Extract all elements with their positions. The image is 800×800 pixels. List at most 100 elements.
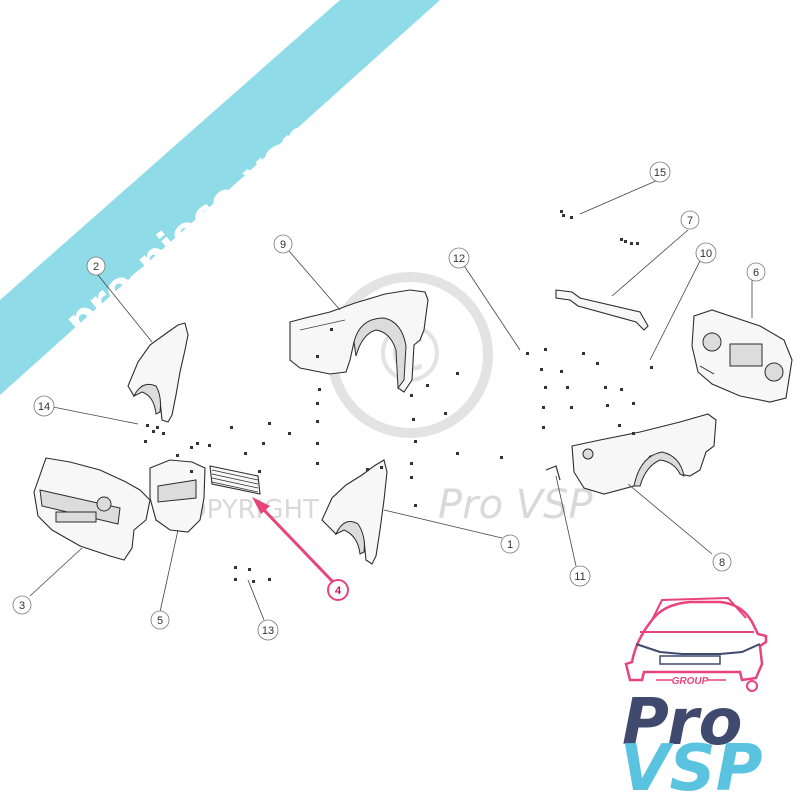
part-1-front-right-wing [321, 459, 388, 565]
fastener-dot [366, 468, 369, 471]
fastener-dot [544, 348, 547, 351]
svg-text:2: 2 [93, 261, 99, 273]
fastener-dot [252, 580, 255, 583]
fastener-dot [526, 352, 529, 355]
fastener-dot [606, 404, 609, 407]
fastener-dot [650, 366, 653, 369]
fastener-dot [412, 418, 415, 421]
fastener-dot [570, 216, 573, 219]
part-4-grille [209, 465, 261, 495]
fastener-dot [410, 476, 413, 479]
svg-text:8: 8 [719, 557, 725, 569]
svg-text:14: 14 [38, 401, 50, 413]
svg-text:7: 7 [687, 215, 693, 227]
provsp-logo: GROUP Pro VSP [620, 596, 768, 800]
fastener-dot [316, 442, 319, 445]
highlight-arrow [252, 497, 335, 584]
callout-13: 13 [257, 619, 279, 641]
fastener-dot [156, 426, 159, 429]
fastener-dot [456, 452, 459, 455]
fastener-dot [570, 406, 573, 409]
part-6-rear-panel [691, 309, 793, 403]
fastener-dot [152, 430, 155, 433]
fastener-dot [176, 454, 179, 457]
fastener-dot [618, 424, 621, 427]
logo-vsp-text: VSP [620, 732, 763, 800]
banner-band [0, 0, 440, 395]
fastener-dots [144, 210, 653, 583]
svg-text:5: 5 [157, 615, 163, 627]
callout-15: 15 [649, 161, 671, 183]
fastener-dot [410, 394, 413, 397]
fastener-dot [234, 566, 237, 569]
fastener-dot [288, 432, 291, 435]
fastener-dot [244, 452, 247, 455]
fastener-dot [190, 446, 193, 449]
svg-text:12: 12 [453, 253, 465, 265]
part-3-front-bumper [33, 457, 151, 561]
fastener-dot [316, 462, 319, 465]
fastener-dot [500, 456, 503, 459]
fastener-dot [560, 370, 563, 373]
fastener-dot [190, 470, 193, 473]
fastener-dot [544, 386, 547, 389]
callout-9: 9 [273, 234, 293, 254]
fastener-dot [146, 424, 149, 427]
fastener-dot [234, 578, 237, 581]
logo-group-text: GROUP [672, 676, 709, 687]
callout-8: 8 [712, 552, 732, 572]
fastener-dot [426, 384, 429, 387]
fastener-dot [582, 352, 585, 355]
fastener-dot [630, 242, 633, 245]
part-11-clip [545, 465, 561, 481]
fastener-dot [596, 362, 599, 365]
svg-text:10: 10 [700, 248, 712, 260]
fastener-dot [230, 426, 233, 429]
svg-text:13: 13 [262, 625, 274, 637]
fastener-dot [604, 386, 607, 389]
fastener-dot [620, 388, 623, 391]
fastener-dot [560, 210, 563, 213]
fastener-dot [636, 242, 639, 245]
fastener-dot [258, 470, 261, 473]
logo-pro-text: Pro [622, 686, 742, 760]
callout-2: 2 [86, 256, 106, 276]
fastener-dot [268, 578, 271, 581]
fastener-dot [444, 412, 447, 415]
part-7-trim-strip [555, 289, 649, 331]
fastener-dot [632, 402, 635, 405]
callout-1: 1 [500, 534, 520, 554]
fastener-dot [566, 386, 569, 389]
fastener-dot [414, 504, 417, 507]
fastener-dot [248, 568, 251, 571]
callout-3: 3 [12, 595, 32, 615]
callout-12: 12 [448, 247, 470, 269]
fastener-dot [208, 444, 211, 447]
callout-14: 14 [33, 395, 55, 417]
fastener-dot [262, 442, 265, 445]
part-9-rear-left-side-panel [289, 289, 429, 393]
callout-6: 6 [746, 262, 766, 282]
car-outline-icon [624, 600, 768, 682]
callout-11: 11 [569, 565, 591, 587]
fastener-dot [318, 388, 321, 391]
fastener-dot [410, 462, 413, 465]
fastener-dot [316, 355, 319, 358]
svg-text:6: 6 [753, 267, 759, 279]
fastener-dot [162, 432, 165, 435]
svg-text:3: 3 [19, 600, 25, 612]
leader-lines [29, 179, 753, 621]
callout-7: 7 [680, 210, 700, 230]
fastener-dot [330, 328, 333, 331]
logo-dot-icon [746, 680, 758, 692]
svg-text:4: 4 [335, 585, 342, 597]
callout-4: 4 [327, 579, 349, 601]
fastener-dot [540, 368, 543, 371]
part-2-front-left-wing [127, 322, 189, 423]
watermark-brand-text: Pro VSP [438, 482, 594, 528]
fastener-dot [542, 406, 545, 409]
svg-text:9: 9 [280, 239, 286, 251]
fastener-dot [316, 402, 319, 405]
svg-text:1: 1 [507, 539, 513, 551]
